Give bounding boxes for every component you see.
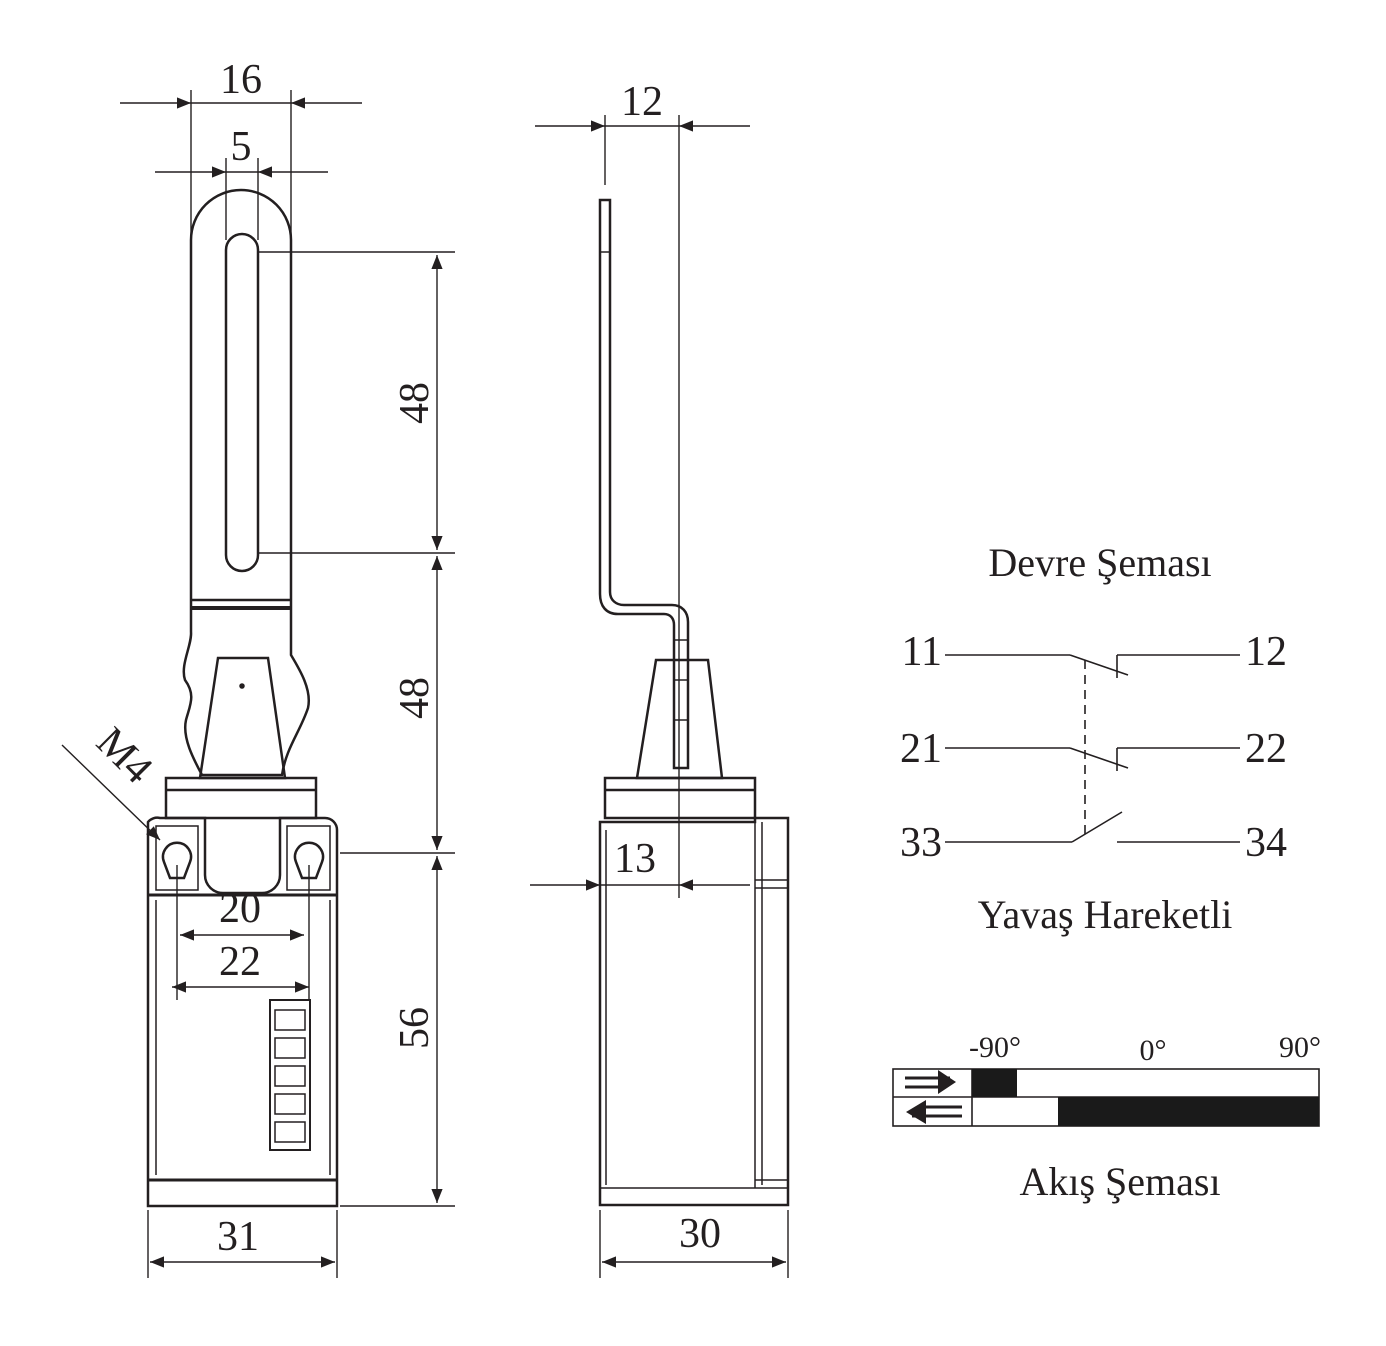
lever-slot: [224, 232, 260, 573]
thread-label-m4: M4: [87, 719, 161, 793]
terminal-11: 11: [902, 629, 942, 675]
terminal-22: 22: [1245, 726, 1287, 772]
plunger-cone: [198, 656, 287, 780]
side-head: [603, 776, 757, 820]
head-block: [164, 776, 318, 820]
circuit-title: Devre Şeması: [988, 540, 1211, 585]
arrow-right-icon: [905, 1070, 956, 1094]
flow-title: Akış Şeması: [1019, 1159, 1220, 1204]
circuit-subtitle: Yavaş Hareketli: [978, 892, 1233, 937]
angle-90: 90°: [1279, 1031, 1321, 1064]
dim-48-slot: 48: [392, 382, 438, 424]
angle-minus-90: -90°: [969, 1031, 1021, 1064]
mount-hole-left: [161, 841, 193, 880]
side-view: [598, 198, 790, 1207]
arrow-left-icon: [906, 1100, 962, 1124]
side-dimensions: [530, 115, 789, 1278]
angle-0: 0°: [1140, 1034, 1167, 1067]
dim-30: 30: [679, 1211, 721, 1257]
dim-22: 22: [219, 939, 261, 985]
flow-bar-forward: [972, 1069, 1017, 1097]
mount-hole-right: [293, 841, 325, 880]
terminal-12: 12: [1245, 629, 1287, 675]
lever-outline: [182, 188, 311, 777]
dim-56: 56: [392, 1007, 438, 1049]
front-dimensions: [61, 90, 455, 1278]
terminal-33: 33: [900, 820, 942, 866]
dim-20: 20: [219, 886, 261, 932]
dim-16: 16: [220, 57, 262, 103]
flow-angle-labels: -90° 0° 90°: [969, 1031, 1321, 1067]
front-view: [146, 188, 339, 1208]
dim-12: 12: [621, 79, 663, 125]
dim-5: 5: [231, 124, 252, 170]
terminal-21: 21: [900, 726, 942, 772]
terminal-34: 34: [1245, 820, 1287, 866]
flow-bar-return: [1058, 1097, 1319, 1126]
dim-13: 13: [614, 836, 656, 882]
switch-body: [146, 816, 339, 1208]
side-lever: [598, 198, 690, 770]
dim-31: 31: [217, 1214, 259, 1260]
dim-48-lever: 48: [392, 677, 438, 719]
circuit-diagram: [945, 654, 1240, 843]
circuit-terminals: 11 12 21 22 33 34: [900, 629, 1287, 866]
flow-diagram: [892, 1068, 1320, 1127]
side-dimension-labels: 12 13 30: [614, 79, 721, 1257]
